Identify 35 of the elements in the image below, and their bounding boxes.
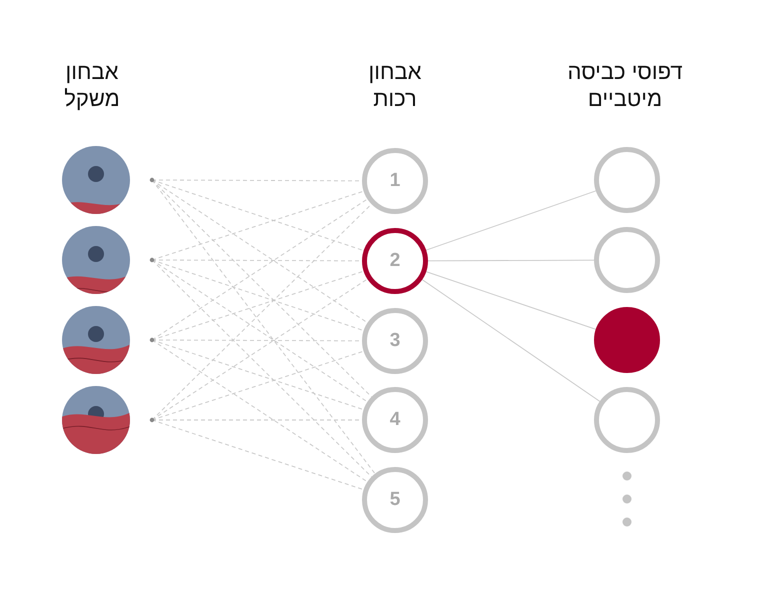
column-heading: אבחון רכות <box>368 58 422 112</box>
connector-line <box>152 260 368 402</box>
numbered-circle: 3 <box>362 308 428 374</box>
connector-line <box>152 180 364 252</box>
result-circle <box>594 387 660 453</box>
connector-line <box>152 260 372 478</box>
column-heading: דפוסי כביסה מיטביים <box>566 58 684 112</box>
connector-line <box>422 279 600 402</box>
numbered-circle: 2 <box>362 228 428 294</box>
connector-line <box>152 340 368 482</box>
column-heading: אבחון משקל <box>63 58 121 112</box>
connector-line <box>152 180 376 474</box>
connector-line <box>152 198 368 340</box>
connector-line <box>152 180 368 324</box>
connector-line <box>426 190 596 251</box>
connector-line <box>152 270 364 340</box>
drum-photo <box>62 386 155 454</box>
connector-line <box>152 420 364 490</box>
connector-line <box>428 260 594 262</box>
numbered-circle: 4 <box>362 387 428 453</box>
connector-line <box>152 278 368 420</box>
connector-line <box>152 350 364 420</box>
connector-line <box>152 204 372 420</box>
result-circle <box>594 147 660 213</box>
connector-line <box>152 180 372 398</box>
drum-photo <box>62 146 155 214</box>
connector-line <box>152 340 364 410</box>
drum-photo <box>62 226 155 294</box>
connector-line <box>426 271 596 330</box>
numbered-circle: 5 <box>362 467 428 533</box>
numbered-circle: 1 <box>362 148 428 214</box>
drum-photo <box>62 306 155 374</box>
connector-line <box>152 260 364 332</box>
connector-line <box>152 190 364 260</box>
result-circle <box>594 227 660 293</box>
